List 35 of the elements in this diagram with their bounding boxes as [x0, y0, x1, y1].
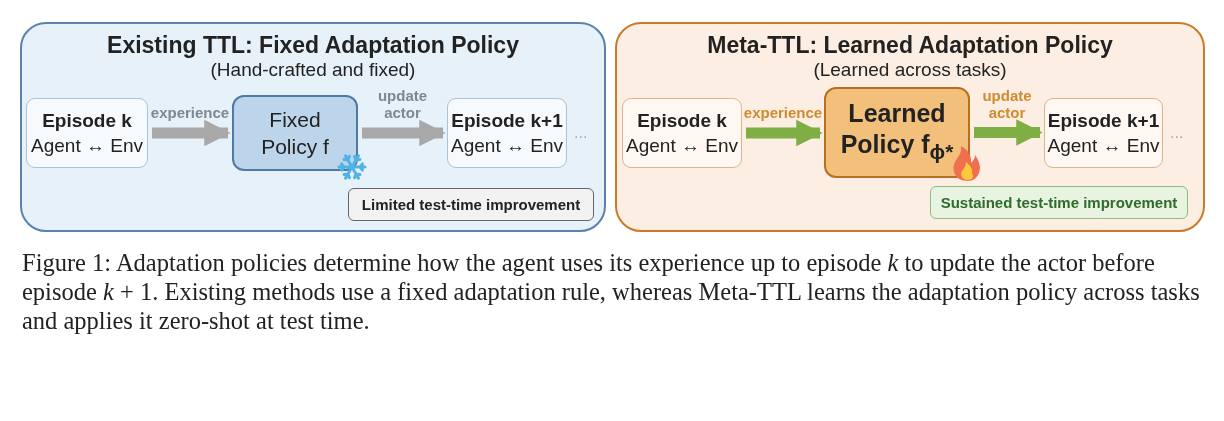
episode-title: Episode k — [637, 109, 727, 133]
episode-box — [622, 98, 742, 168]
policy-box — [824, 87, 970, 178]
policy-label: Fixed Policy f — [260, 107, 330, 160]
episode-title: Episode k — [42, 109, 132, 133]
edge-label: experience — [150, 104, 230, 121]
arrow — [746, 119, 823, 147]
ellipsis: ... — [574, 123, 588, 143]
note-text: Limited test-time improvement — [361, 196, 581, 213]
panel-title: Existing TTL: Fixed Adaptation Policy — [107, 32, 519, 59]
arrow — [362, 119, 446, 147]
figure-caption: Figure 1: Adaptation policies determine how the agent uses its experience up to episode k to update the actor before episode k + 1. Existing methods use a fixed adaptation rule, whereas Meta-TTL learns the adaptation policy across tasks and applies it zero-shot at test time. — [22, 248, 1201, 335]
arrow — [152, 119, 231, 147]
edge-label: update actor — [376, 87, 429, 121]
panel-subtitle: (Learned across tasks) — [813, 59, 1007, 81]
policy-label: Learned Policy f$_{ϕ*}$ — [839, 98, 955, 165]
panel-background — [615, 22, 1205, 232]
panel-background — [20, 22, 606, 232]
episode-box — [26, 98, 148, 168]
panel-subtitle: (Hand-crafted and fixed) — [210, 59, 416, 81]
episode-text: Agent ↔ Env — [31, 134, 143, 158]
arrow — [974, 119, 1043, 146]
edge-label: experience — [743, 104, 823, 121]
note-box — [930, 186, 1188, 219]
episode-title: Episode k+1 — [1047, 109, 1160, 133]
note-box — [348, 188, 594, 221]
edge-label: update actor — [981, 86, 1033, 121]
note-text: Sustained test-time improvement — [940, 194, 1178, 211]
episode-title: Episode k+1 — [451, 109, 563, 133]
episode-text: Agent ↔ Env — [626, 134, 738, 158]
ellipsis: ... — [1170, 123, 1184, 143]
policy-box — [232, 95, 358, 171]
panel-title: Meta-TTL: Learned Adaptation Policy — [707, 32, 1113, 59]
episode-text: Agent ↔ Env — [1047, 134, 1160, 158]
episode-text: Agent ↔ Env — [451, 134, 563, 158]
